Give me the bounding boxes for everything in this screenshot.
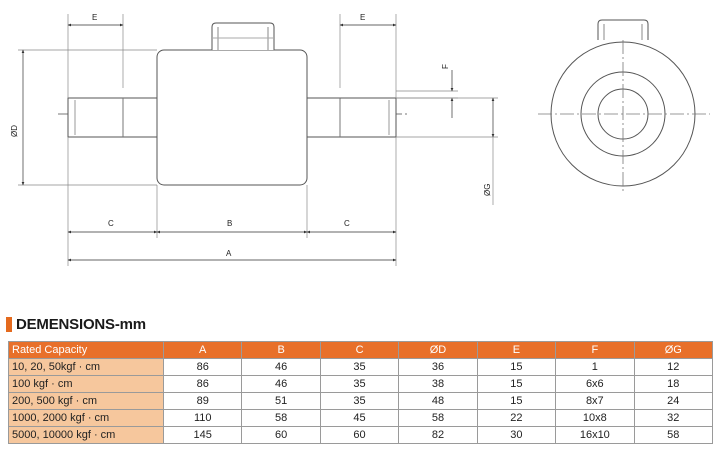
title-marker bbox=[6, 316, 12, 332]
cell-od: 58 bbox=[398, 409, 478, 427]
cell-f: 16x10 bbox=[555, 426, 635, 444]
cell-og: 32 bbox=[633, 409, 714, 427]
cell-c: 60 bbox=[319, 426, 400, 444]
cell-b: 58 bbox=[241, 409, 321, 427]
end-view bbox=[538, 19, 710, 192]
table-row: 100 kgf · cm 86 46 35 38 15 6x6 18 bbox=[8, 375, 714, 393]
cell-b: 46 bbox=[241, 358, 321, 376]
header-rated-capacity: Rated Capacity bbox=[8, 341, 164, 359]
cell-a: 86 bbox=[162, 375, 243, 393]
cell-f: 6x6 bbox=[555, 375, 635, 393]
label-f: F bbox=[441, 64, 450, 69]
header-a: A bbox=[162, 341, 243, 359]
cell-og: 24 bbox=[633, 392, 714, 410]
header-og: ØG bbox=[633, 341, 714, 359]
right-shaft bbox=[306, 97, 397, 138]
cell-e: 15 bbox=[476, 392, 557, 410]
table-header-row: Rated Capacity A B C ØD E F ØG bbox=[8, 341, 714, 359]
cell-f: 10x8 bbox=[555, 409, 635, 427]
end-connector bbox=[597, 19, 649, 40]
cell-b: 46 bbox=[241, 375, 321, 393]
cell-c: 35 bbox=[319, 392, 400, 410]
label-e-right: E bbox=[360, 13, 365, 22]
connector bbox=[211, 22, 275, 50]
cell-og: 12 bbox=[633, 358, 714, 376]
cell-a: 145 bbox=[162, 426, 243, 444]
cell-od: 36 bbox=[398, 358, 478, 376]
label-a: A bbox=[226, 249, 232, 258]
section-title: DEMENSIONS-mm bbox=[6, 314, 146, 334]
table-row: 10, 20, 50kgf · cm 86 46 35 36 15 1 12 bbox=[8, 358, 714, 376]
header-b: B bbox=[241, 341, 321, 359]
left-shaft bbox=[67, 97, 158, 138]
dimensions-table: Rated Capacity A B C ØD E F ØG 10, 20, 5… bbox=[8, 341, 714, 444]
cell-e: 15 bbox=[476, 375, 557, 393]
header-od: ØD bbox=[398, 341, 478, 359]
cell-og: 58 bbox=[633, 426, 714, 444]
label-e-left: E bbox=[92, 13, 97, 22]
table-row: 1000, 2000 kgf · cm 110 58 45 58 22 10x8… bbox=[8, 409, 714, 427]
cell-a: 86 bbox=[162, 358, 243, 376]
main-body bbox=[156, 49, 308, 186]
cell-og: 18 bbox=[633, 375, 714, 393]
cell-a: 110 bbox=[162, 409, 243, 427]
dimension-lines bbox=[18, 14, 498, 266]
cell-capacity: 5000, 10000 kgf · cm bbox=[8, 426, 164, 444]
cell-a: 89 bbox=[162, 392, 243, 410]
header-c: C bbox=[319, 341, 400, 359]
cell-b: 60 bbox=[241, 426, 321, 444]
cell-b: 51 bbox=[241, 392, 321, 410]
side-view bbox=[58, 22, 408, 186]
table-row: 5000, 10000 kgf · cm 145 60 60 82 30 16x… bbox=[8, 426, 714, 444]
cell-od: 48 bbox=[398, 392, 478, 410]
header-f: F bbox=[555, 341, 635, 359]
cell-c: 35 bbox=[319, 375, 400, 393]
cell-f: 1 bbox=[555, 358, 635, 376]
cell-e: 30 bbox=[476, 426, 557, 444]
table-row: 200, 500 kgf · cm 89 51 35 48 15 8x7 24 bbox=[8, 392, 714, 410]
cell-f: 8x7 bbox=[555, 392, 635, 410]
label-c-left: C bbox=[108, 219, 114, 228]
label-c-right: C bbox=[344, 219, 350, 228]
cell-capacity: 200, 500 kgf · cm bbox=[8, 392, 164, 410]
label-og: ØG bbox=[483, 184, 492, 196]
label-b: B bbox=[227, 219, 232, 228]
cell-capacity: 100 kgf · cm bbox=[8, 375, 164, 393]
technical-drawing: E E F ØD ØG C B C A bbox=[10, 13, 710, 266]
cell-capacity: 1000, 2000 kgf · cm bbox=[8, 409, 164, 427]
cell-c: 35 bbox=[319, 358, 400, 376]
section-title-text: DEMENSIONS-mm bbox=[16, 315, 146, 333]
cell-od: 38 bbox=[398, 375, 478, 393]
cell-e: 15 bbox=[476, 358, 557, 376]
cell-c: 45 bbox=[319, 409, 400, 427]
header-e: E bbox=[476, 341, 557, 359]
label-od: ØD bbox=[10, 125, 19, 137]
cell-e: 22 bbox=[476, 409, 557, 427]
cell-od: 82 bbox=[398, 426, 478, 444]
cell-capacity: 10, 20, 50kgf · cm bbox=[8, 358, 164, 376]
